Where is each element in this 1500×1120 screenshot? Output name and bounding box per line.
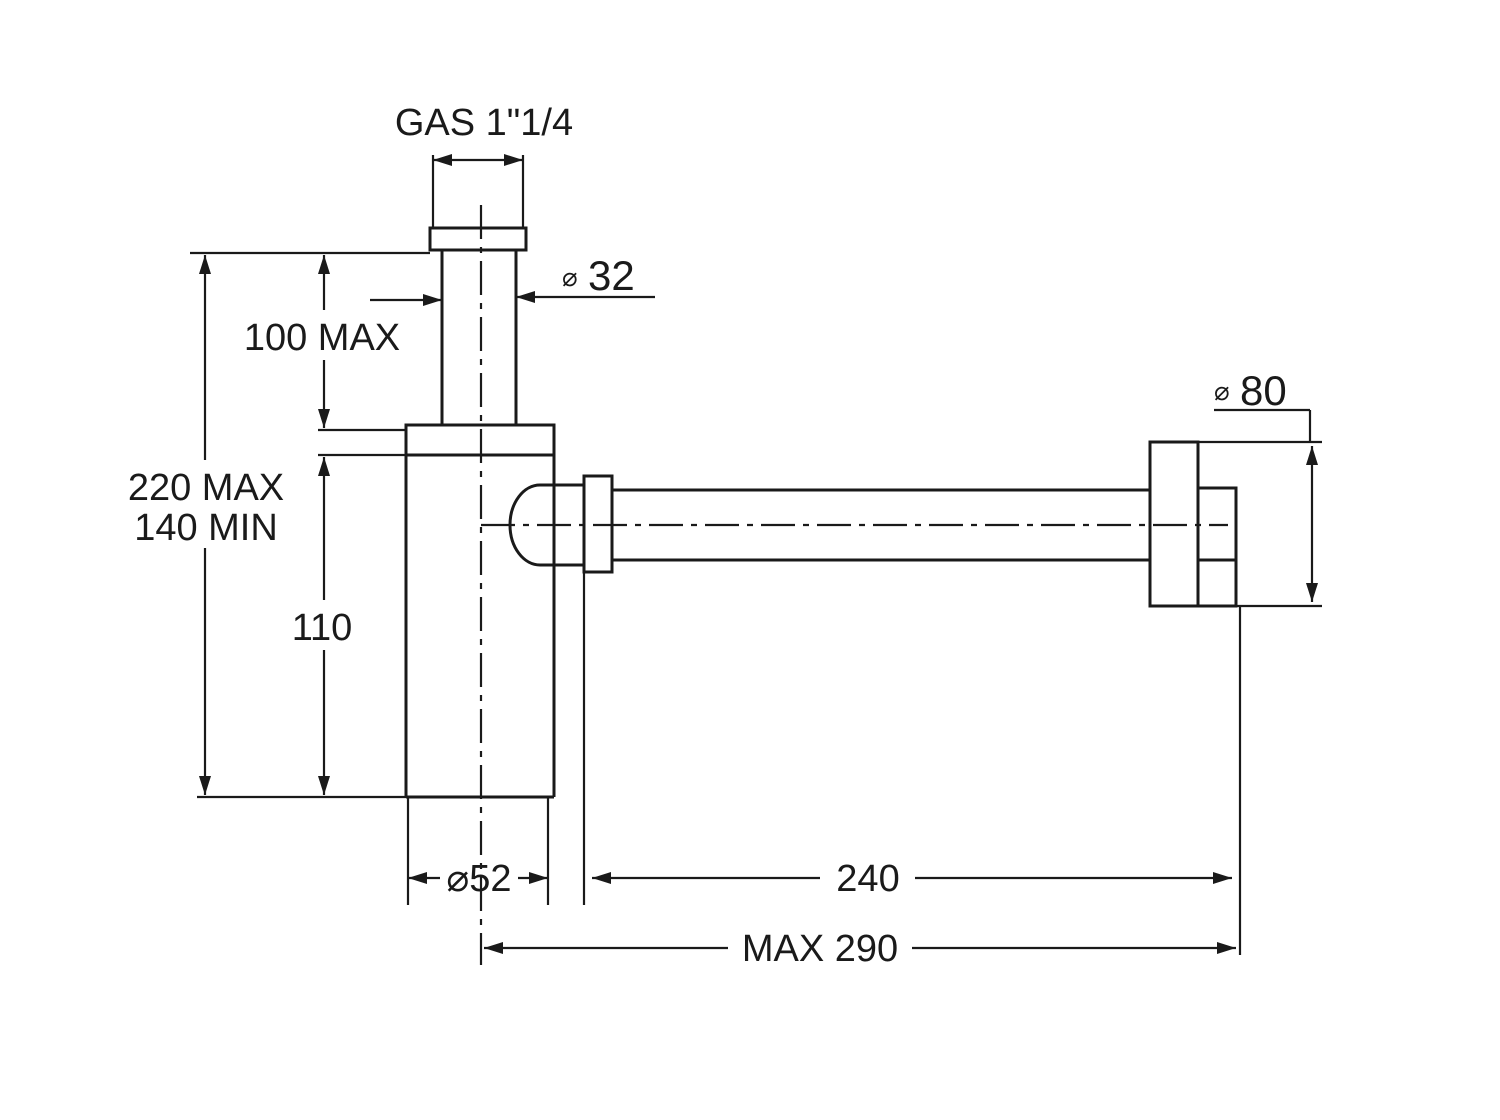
trap-body bbox=[404, 226, 614, 799]
wall-flange bbox=[1148, 440, 1238, 608]
dim-wall-distance: 240 bbox=[582, 572, 1242, 955]
dim-overall-height: 220 MAX 140 MIN bbox=[128, 251, 406, 799]
dim-thread: GAS 1"1/4 bbox=[395, 102, 573, 228]
dim-tail-length: 100 MAX bbox=[244, 251, 430, 432]
dim-inlet-diameter: ⌀ 32 bbox=[370, 252, 655, 306]
body-diameter-label: ⌀52 bbox=[446, 858, 511, 900]
inlet-diameter-label: 32 bbox=[588, 252, 635, 299]
body-collar bbox=[404, 423, 556, 457]
outlet-diameter-symbol: ⌀ bbox=[1214, 377, 1230, 407]
wall-distance-label: 240 bbox=[836, 858, 899, 900]
height-min-label: 140 MIN bbox=[134, 507, 278, 549]
top-nut bbox=[428, 226, 528, 252]
thread-label: GAS 1"1/4 bbox=[395, 102, 573, 144]
dim-body-height: 110 bbox=[292, 453, 406, 795]
outlet-nut bbox=[582, 474, 614, 574]
dim-body-diameter: ⌀52 bbox=[406, 797, 550, 905]
inlet-diameter-symbol: ⌀ bbox=[562, 263, 578, 293]
wall-pipe bbox=[612, 488, 1150, 562]
dim-outlet-diameter: ⌀ 80 bbox=[1198, 367, 1322, 608]
outlet-dome bbox=[508, 483, 554, 567]
overall-length-label: MAX 290 bbox=[742, 928, 898, 970]
dim-overall-length: MAX 290 bbox=[484, 928, 1236, 970]
body-height-label: 110 bbox=[292, 607, 353, 649]
tail-length-label: 100 MAX bbox=[244, 317, 400, 359]
height-max-label: 220 MAX bbox=[128, 467, 284, 509]
outlet-diameter-label: 80 bbox=[1240, 367, 1287, 414]
